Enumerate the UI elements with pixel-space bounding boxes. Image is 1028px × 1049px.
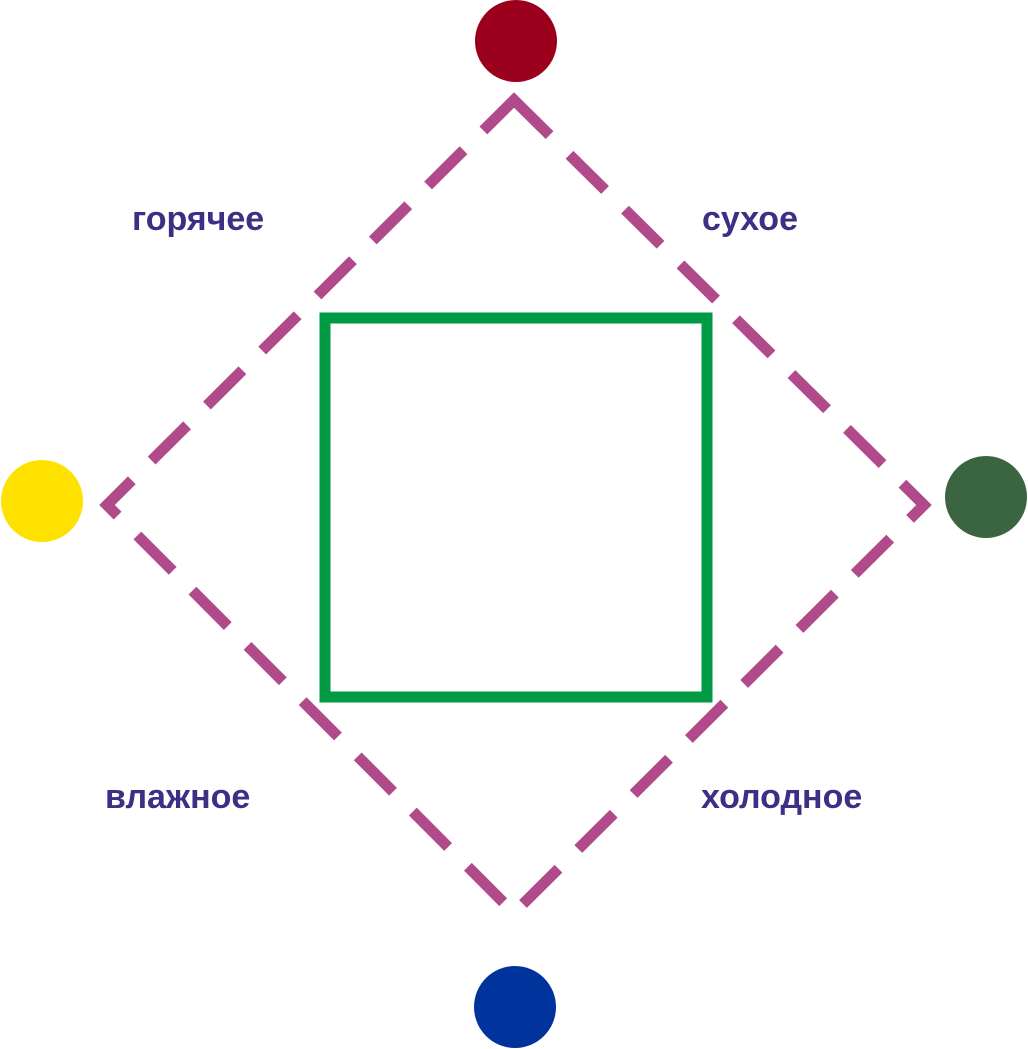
label-cold: холодное: [701, 778, 862, 816]
label-hot: горячее: [132, 200, 264, 238]
label-dry: сухое: [702, 200, 798, 238]
inner-square: [319, 312, 713, 703]
bottom-node-circle-icon: [474, 966, 556, 1048]
top-node-circle-icon: [475, 0, 557, 82]
label-moist: влажное: [105, 778, 250, 816]
right-node-circle-icon: [945, 456, 1027, 538]
left-node-circle-icon: [1, 460, 83, 542]
